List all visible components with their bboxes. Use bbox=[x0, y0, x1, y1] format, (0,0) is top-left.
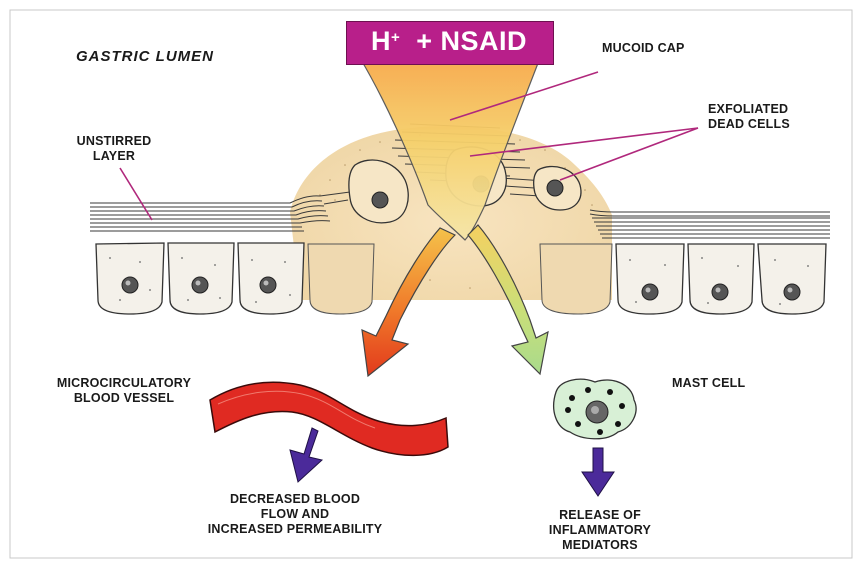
title-nsaid: + NSAID bbox=[416, 26, 527, 56]
label-unstirred-layer: UNSTIRRED LAYER bbox=[64, 134, 164, 164]
label-exfoliated-dead-cells: EXFOLIATED DEAD CELLS bbox=[708, 102, 790, 132]
pointer-unstirred-layer bbox=[120, 168, 152, 220]
label-mast-cell: MAST CELL bbox=[672, 376, 745, 391]
label-microcirculatory-blood-vessel: MICROCIRCULATORY BLOOD VESSEL bbox=[44, 376, 204, 406]
label-gastric-lumen: GASTRIC LUMEN bbox=[76, 49, 214, 64]
arrow-release-mediators bbox=[582, 448, 614, 496]
label-release-inflammatory-mediators: RELEASE OF INFLAMMATORY MEDIATORS bbox=[520, 508, 680, 553]
mast-cell-nucleus-center bbox=[591, 406, 599, 414]
title-h-superscript: + bbox=[391, 29, 400, 46]
arrow-decreased-blood-flow bbox=[290, 428, 322, 482]
blood-vessel bbox=[210, 382, 448, 455]
title-h: H bbox=[371, 26, 391, 56]
label-decreased-blood-flow: DECREASED BLOOD FLOW AND INCREASED PERME… bbox=[190, 492, 400, 537]
title-h-plus-nsaid: H+ + NSAID bbox=[346, 24, 552, 58]
label-mucoid-cap: MUCOID CAP bbox=[602, 41, 685, 56]
unstirred-layer-lines-right bbox=[590, 210, 830, 238]
